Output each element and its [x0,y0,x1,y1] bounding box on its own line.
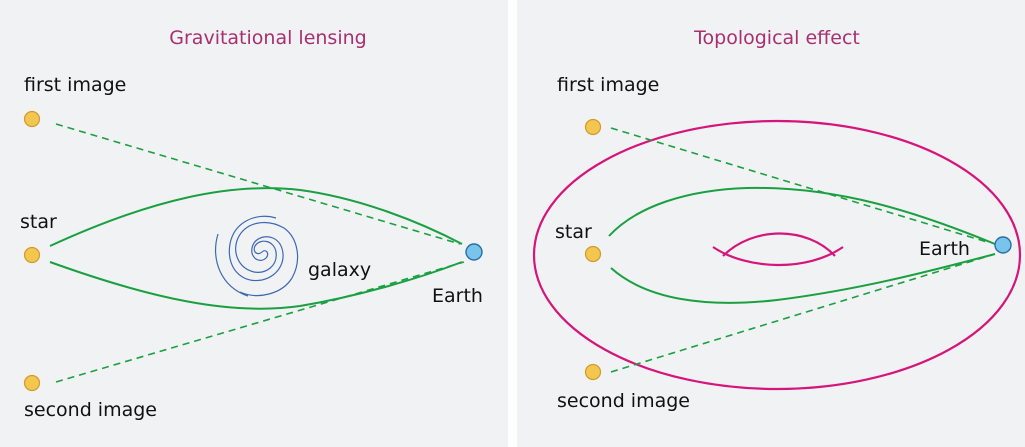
second-image-sightline [55,261,465,383]
torus-hole-upper-edge [722,232,836,257]
lower-light-path [49,261,463,310]
earth-label: Earth [919,238,970,260]
first-image-sightline [610,127,988,243]
star-label: star [20,211,57,233]
star-marker [584,245,602,263]
torus-hole-lower-edge [712,246,844,267]
first-image-marker [584,118,602,136]
second-image-label: second image [557,390,690,412]
panel-title: Topological effect [693,27,860,49]
torus-outer-edge [532,119,1022,391]
first-image-marker [23,110,41,128]
topological-effect-diagram: Topological effect first image star Eart… [532,27,1022,412]
galaxy-label: galaxy [308,259,371,281]
lower-light-path [610,253,996,304]
earth-marker [465,243,483,261]
upper-light-path [608,186,996,245]
topological-effect-panel: Topological effect first image star Eart… [517,0,1025,447]
second-image-label: second image [24,399,157,421]
second-image-marker [23,374,41,392]
earth-marker [994,236,1012,254]
upper-light-path [49,187,463,247]
earth-label: Earth [432,285,483,307]
gravitational-lensing-diagram: Gravitational lensing first image star g… [20,27,483,421]
first-image-sightline [55,123,461,245]
gravitational-lensing-panel: Gravitational lensing first image star g… [0,0,508,447]
star-label: star [555,221,592,243]
galaxy-spiral-icon [214,215,299,297]
star-marker [23,246,41,264]
panel-title: Gravitational lensing [169,27,366,49]
first-image-label: first image [557,74,659,96]
first-image-label: first image [24,74,126,96]
second-image-marker [584,363,602,381]
second-image-sightline [610,253,996,373]
